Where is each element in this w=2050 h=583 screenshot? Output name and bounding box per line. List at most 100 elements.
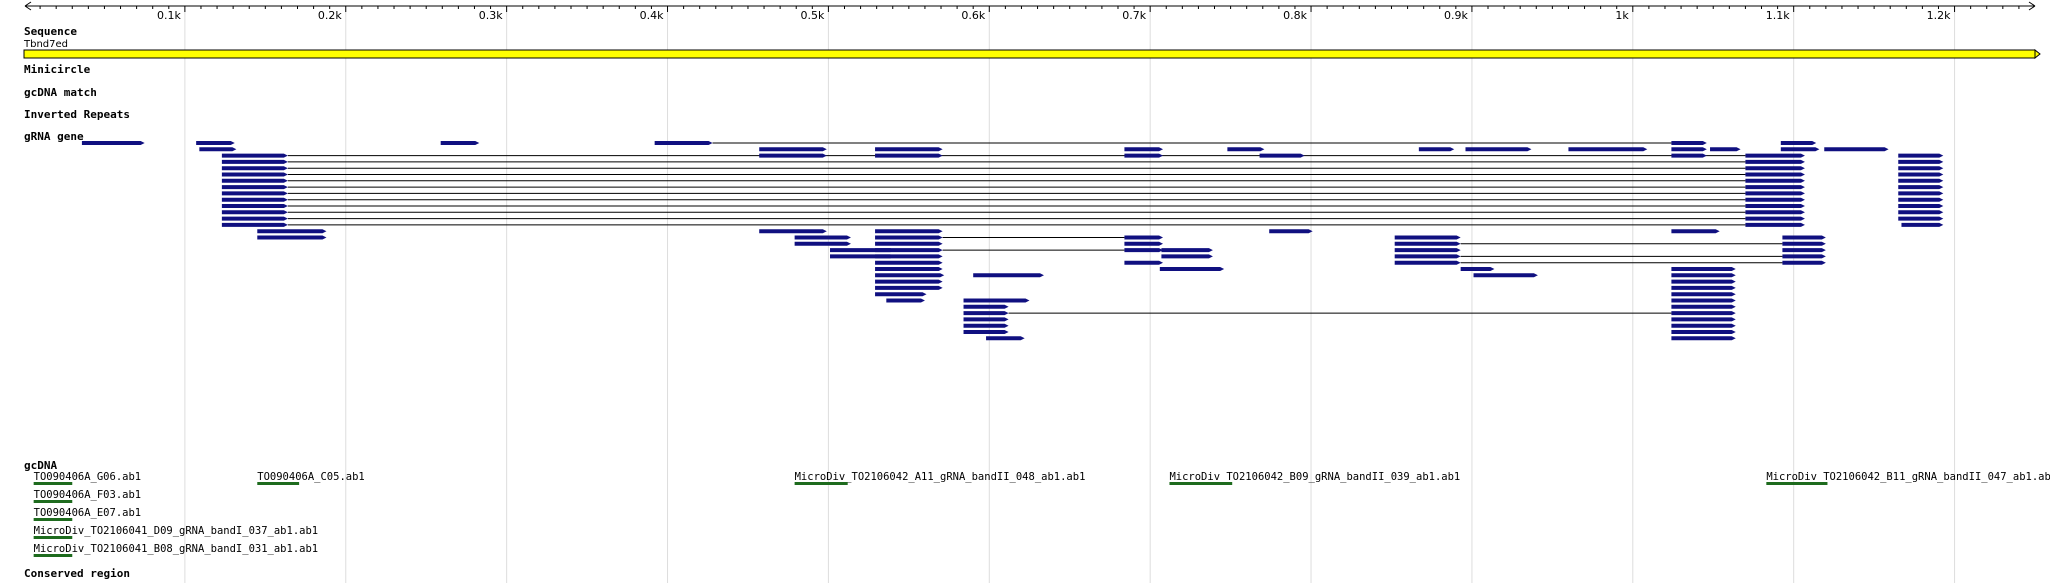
grna-gene-feature[interactable]: [1124, 147, 1164, 152]
grna-gene-feature[interactable]: [1394, 260, 1461, 265]
grna-gene-feature[interactable]: [1745, 159, 1805, 164]
grna-gene-feature[interactable]: [1568, 147, 1648, 152]
grna-gene-feature[interactable]: [1124, 260, 1164, 265]
grna-gene-feature[interactable]: [1159, 267, 1225, 271]
grna-gene-feature[interactable]: [221, 166, 288, 171]
grna-gene-feature[interactable]: [221, 210, 288, 215]
grna-gene-feature[interactable]: [654, 141, 713, 145]
grna-gene-feature[interactable]: [1671, 330, 1736, 334]
grna-gene-feature[interactable]: [1671, 298, 1736, 303]
grna-gene-feature[interactable]: [875, 267, 943, 271]
grna-gene-feature[interactable]: [1780, 141, 1817, 145]
sequence-bar[interactable]: [23, 49, 2036, 59]
grna-gene-feature[interactable]: [221, 191, 288, 196]
grna-gene-feature[interactable]: [875, 260, 943, 265]
grna-gene-feature[interactable]: [1671, 304, 1736, 309]
grna-gene-feature[interactable]: [1161, 254, 1213, 259]
grna-gene-feature[interactable]: [1473, 273, 1538, 278]
grna-gene-feature[interactable]: [1124, 248, 1164, 253]
grna-gene-feature[interactable]: [1782, 248, 1826, 253]
grna-gene-feature[interactable]: [1898, 166, 1944, 171]
grna-gene-feature[interactable]: [1671, 279, 1736, 284]
grna-gene-feature[interactable]: [1782, 241, 1826, 246]
gcdna-feature-bar[interactable]: [794, 482, 848, 485]
grna-gene-feature[interactable]: [875, 285, 943, 290]
grna-gene-feature[interactable]: [1671, 311, 1736, 316]
grna-gene-feature[interactable]: [440, 141, 480, 145]
grna-gene-feature[interactable]: [196, 141, 235, 145]
grna-gene-feature[interactable]: [1124, 153, 1164, 158]
gcdna-feature-bar[interactable]: [1169, 482, 1233, 485]
grna-gene-feature[interactable]: [1161, 248, 1213, 253]
grna-gene-feature[interactable]: [221, 185, 288, 190]
grna-gene-feature[interactable]: [1898, 197, 1944, 202]
grna-gene-feature[interactable]: [1259, 153, 1305, 158]
grna-gene-feature[interactable]: [1745, 185, 1805, 190]
grna-gene-feature[interactable]: [1782, 254, 1826, 259]
grna-gene-feature[interactable]: [1745, 197, 1805, 202]
grna-gene-feature[interactable]: [963, 330, 1009, 334]
grna-gene-feature[interactable]: [221, 178, 288, 183]
grna-gene-feature[interactable]: [759, 147, 827, 152]
grna-gene-feature[interactable]: [759, 229, 827, 234]
grna-gene-feature[interactable]: [1671, 323, 1736, 328]
ruler-left-arrow[interactable]: [24, 1, 32, 11]
grna-gene-feature[interactable]: [875, 147, 943, 152]
grna-gene-feature[interactable]: [1124, 241, 1164, 246]
grna-gene-feature[interactable]: [875, 248, 943, 253]
grna-gene-feature[interactable]: [221, 216, 288, 221]
grna-gene-feature[interactable]: [1898, 159, 1944, 164]
grna-gene-feature[interactable]: [875, 153, 943, 158]
grna-gene-feature[interactable]: [221, 153, 288, 158]
grna-gene-feature[interactable]: [1745, 216, 1805, 221]
grna-gene-feature[interactable]: [794, 235, 851, 240]
grna-gene-feature[interactable]: [1671, 285, 1736, 290]
grna-gene-feature[interactable]: [1782, 260, 1826, 265]
grna-gene-feature[interactable]: [1780, 147, 1820, 152]
gcdna-feature-bar[interactable]: [257, 482, 300, 485]
grna-gene-feature[interactable]: [1898, 216, 1944, 221]
grna-gene-feature[interactable]: [221, 172, 288, 177]
grna-gene-feature[interactable]: [1269, 229, 1313, 234]
grna-gene-feature[interactable]: [1460, 267, 1495, 271]
grna-gene-feature[interactable]: [886, 298, 925, 303]
grna-gene-feature[interactable]: [1745, 172, 1805, 177]
grna-gene-feature[interactable]: [257, 229, 327, 234]
grna-gene-feature[interactable]: [221, 204, 288, 208]
grna-gene-feature[interactable]: [1898, 191, 1944, 196]
grna-gene-feature[interactable]: [221, 222, 288, 227]
grna-gene-feature[interactable]: [1898, 210, 1944, 215]
grna-gene-feature[interactable]: [1671, 267, 1736, 271]
grna-gene-feature[interactable]: [875, 235, 943, 240]
grna-gene-feature[interactable]: [963, 311, 1009, 316]
grna-gene-feature[interactable]: [1745, 166, 1805, 171]
grna-gene-feature[interactable]: [199, 147, 237, 152]
gcdna-feature-bar[interactable]: [33, 482, 73, 485]
grna-gene-feature[interactable]: [1671, 153, 1707, 158]
grna-gene-feature[interactable]: [1745, 191, 1805, 196]
grna-gene-feature[interactable]: [1745, 178, 1805, 183]
grna-gene-feature[interactable]: [1394, 248, 1461, 253]
grna-gene-feature[interactable]: [1898, 153, 1944, 158]
ruler-right-arrow[interactable]: [2028, 1, 2036, 11]
grna-gene-feature[interactable]: [1227, 147, 1265, 152]
gcdna-feature-bar[interactable]: [33, 518, 73, 521]
grna-gene-feature[interactable]: [1824, 147, 1889, 152]
grna-gene-feature[interactable]: [973, 298, 1030, 303]
grna-gene-feature[interactable]: [1898, 185, 1944, 190]
grna-gene-feature[interactable]: [1745, 153, 1805, 158]
gcdna-feature-bar[interactable]: [1766, 482, 1828, 485]
grna-gene-feature[interactable]: [1394, 254, 1461, 259]
grna-gene-feature[interactable]: [1671, 229, 1720, 234]
gcdna-feature-bar[interactable]: [33, 554, 73, 557]
grna-gene-feature[interactable]: [1745, 222, 1805, 227]
grna-gene-feature[interactable]: [1394, 241, 1461, 246]
grna-gene-feature[interactable]: [1782, 235, 1826, 240]
grna-gene-feature[interactable]: [875, 254, 943, 259]
grna-gene-feature[interactable]: [1898, 172, 1944, 177]
grna-gene-feature[interactable]: [986, 336, 1025, 341]
grna-gene-feature[interactable]: [1745, 204, 1805, 208]
grna-gene-feature[interactable]: [1671, 317, 1736, 322]
grna-gene-feature[interactable]: [875, 229, 943, 234]
grna-gene-feature[interactable]: [1671, 336, 1736, 341]
